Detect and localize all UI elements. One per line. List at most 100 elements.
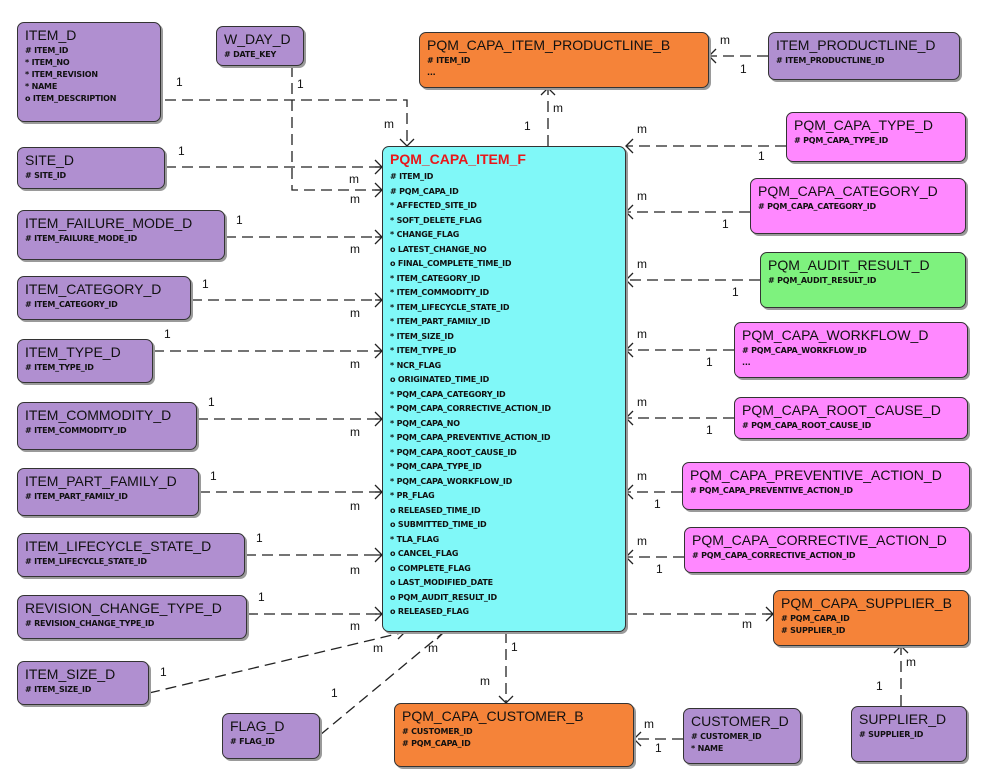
entity-pqm-capa-item-productline-b[interactable]: PQM_CAPA_ITEM_PRODUCTLINE_B# ITEM_ID... <box>419 32 709 88</box>
entity-pqm-capa-corrective-action-d[interactable]: PQM_CAPA_CORRECTIVE_ACTION_D # PQM_CAPA_C… <box>684 527 970 573</box>
attribute-list: # ITEM_PART_FAMILY_ID <box>25 491 191 503</box>
attribute-row: * NCR_FLAG <box>390 360 442 370</box>
entity-item-part-family-d[interactable]: ITEM_PART_FAMILY_D# ITEM_PART_FAMILY_ID <box>17 468 199 516</box>
crow-foot-marker <box>374 159 383 175</box>
attribute-row: * ITEM_SIZE_ID <box>390 331 454 341</box>
cardinality-one-label: 1 <box>331 686 338 700</box>
entity-pqm-capa-supplier-b[interactable]: PQM_CAPA_SUPPLIER_B # PQM_CAPA_ID# SUPPLI… <box>773 590 969 646</box>
cardinality-many-label: m <box>480 674 490 688</box>
entity-pqm-capa-type-d[interactable]: PQM_CAPA_TYPE_D # PQM_CAPA_TYPE_ID <box>786 112 966 162</box>
attribute-row: # PQM_CAPA_ROOT_CAUSE_ID <box>742 421 872 430</box>
attribute-row: * PQM_CAPA_PREVENTIVE_ACTION_ID <box>390 433 551 442</box>
attribute-row: * ITEM_COMMODITY_ID <box>390 288 489 297</box>
attribute-row: # SITE_ID <box>25 171 66 180</box>
cardinality-many-label: m <box>428 641 438 655</box>
attribute-list: # ITEM_LIFECYCLE_STATE_ID <box>25 556 237 568</box>
cardinality-one-label: 1 <box>876 679 883 693</box>
crow-foot-marker <box>374 182 383 198</box>
entity-pqm-capa-preventive-action-d[interactable]: PQM_CAPA_PREVENTIVE_ACTION_D# PQM_CAPA_P… <box>682 462 970 510</box>
crow-foot-marker <box>374 484 383 500</box>
cardinality-many-label: m <box>349 172 359 186</box>
crow-foot-marker <box>625 272 634 288</box>
attribute-list: # ITEM_TYPE_ID <box>25 362 145 374</box>
cardinality-one-label: 1 <box>732 285 739 299</box>
cardinality-one-label: 1 <box>297 77 304 91</box>
crow-foot-marker <box>374 292 383 308</box>
attribute-row: * PR_FLAG <box>390 491 435 500</box>
entity-item-category-d[interactable]: ITEM_CATEGORY_D# ITEM_CATEGORY_ID <box>17 276 191 320</box>
entity-pqm-audit-result-d[interactable]: PQM_AUDIT_RESULT_D # PQM_AUDIT_RESULT_ID <box>760 252 966 308</box>
cardinality-one-label: 1 <box>706 355 713 369</box>
attribute-list: # PQM_CAPA_ROOT_CAUSE_ID <box>742 420 960 432</box>
entity-title: ITEM_FAILURE_MODE_D <box>25 215 193 231</box>
entity-title: PQM_CAPA_TYPE_D <box>794 117 934 133</box>
attribute-row: # PQM_CAPA_WORKFLOW_ID <box>742 346 867 355</box>
crow-foot-marker <box>625 549 634 565</box>
attribute-row: # PQM_CAPA_PREVENTIVE_ACTION_ID <box>690 486 853 495</box>
attribute-list: # PQM_CAPA_CORRECTIVE_ACTION_ID <box>692 550 962 562</box>
crow-foot-marker <box>540 87 556 96</box>
attribute-list: # PQM_AUDIT_RESULT_ID <box>768 275 958 287</box>
entity-title: PQM_CAPA_CATEGORY_D <box>758 183 938 199</box>
entity-title: REVISION_CHANGE_TYPE_D <box>25 600 222 616</box>
attribute-row: # SUPPLIER_ID <box>859 730 924 739</box>
cardinality-one-label: 1 <box>210 469 217 483</box>
cardinality-many-label: m <box>350 192 360 206</box>
attribute-row: # PQM_CAPA_CATEGORY_ID <box>758 202 876 211</box>
entity-flag-d[interactable]: FLAG_D# FLAG_ID <box>222 713 320 759</box>
entity-title: ITEM_PRODUCTLINE_D <box>776 37 936 53</box>
crow-foot-marker <box>374 547 383 563</box>
entity-title: PQM_CAPA_ITEM_PRODUCTLINE_B <box>427 37 671 53</box>
entity-pqm-capa-workflow-d[interactable]: PQM_CAPA_WORKFLOW_D# PQM_CAPA_WORKFLOW_I… <box>734 322 968 378</box>
entity-item-lifecycle-state-d[interactable]: ITEM_LIFECYCLE_STATE_D# ITEM_LIFECYCLE_S… <box>17 533 245 577</box>
cardinality-many-label: m <box>637 122 647 136</box>
entity-title: PQM_CAPA_SUPPLIER_B <box>781 595 952 611</box>
entity-customer-d[interactable]: CUSTOMER_D # CUSTOMER_ID* NAME <box>683 708 801 764</box>
cardinality-many-label: m <box>637 395 647 409</box>
entity-item-d[interactable]: ITEM_D# ITEM_ID* ITEM_NO* ITEM_REVISION*… <box>17 22 161 122</box>
entity-item-size-d[interactable]: ITEM_SIZE_D# ITEM_SIZE_ID <box>17 661 149 705</box>
attribute-row: * ITEM_CATEGORY_ID <box>390 273 481 283</box>
entity-pqm-capa-category-d[interactable]: PQM_CAPA_CATEGORY_D # PQM_CAPA_CATEGORY_I… <box>750 178 966 234</box>
entity-item-type-d[interactable]: ITEM_TYPE_D # ITEM_TYPE_ID <box>17 339 153 383</box>
entity-revision-change-type-d[interactable]: REVISION_CHANGE_TYPE_D # REVISION_CHANGE_… <box>17 595 247 639</box>
attribute-row: # DATE_KEY <box>224 50 277 59</box>
entity-item-productline-d[interactable]: ITEM_PRODUCTLINE_D # ITEM_PRODUCTLINE_ID <box>768 32 960 80</box>
attribute-row: # ITEM_COMMODITY_ID <box>25 426 127 435</box>
cardinality-one-label: 1 <box>511 640 518 654</box>
entity-w-day-d[interactable]: W_DAY_D# DATE_KEY <box>216 26 304 66</box>
crow-foot-marker <box>633 731 642 747</box>
cardinality-one-label: 1 <box>740 62 747 76</box>
entity-item-commodity-d[interactable]: ITEM_COMMODITY_D# ITEM_COMMODITY_ID <box>17 402 197 450</box>
entity-item-failure-mode-d[interactable]: ITEM_FAILURE_MODE_D# ITEM_FAILURE_MODE_I… <box>17 210 225 260</box>
cardinality-one-label: 1 <box>656 562 663 576</box>
relationship-line <box>291 66 382 191</box>
cardinality-many-label: m <box>720 33 730 47</box>
entity-site-d[interactable]: SITE_D# SITE_ID <box>17 147 165 189</box>
relationship-line <box>319 631 445 736</box>
entity-pqm-capa-root-cause-d[interactable]: PQM_CAPA_ROOT_CAUSE_D# PQM_CAPA_ROOT_CAU… <box>734 397 968 439</box>
entity-title: CUSTOMER_D <box>691 713 789 729</box>
attribute-row: # SUPPLIER_ID <box>781 626 846 635</box>
entity-pqm-capa-customer-b[interactable]: PQM_CAPA_CUSTOMER_B# CUSTOMER_ID# PQM_CA… <box>394 703 634 767</box>
attribute-row: o RELEASED_TIME_ID <box>390 505 481 515</box>
attribute-list: # ITEM_SIZE_ID <box>25 684 141 696</box>
entity-title: PQM_CAPA_CORRECTIVE_ACTION_D <box>692 532 947 548</box>
attribute-list: # PQM_CAPA_TYPE_ID <box>794 135 958 147</box>
attribute-row: * AFFECTED_SITE_ID <box>390 201 477 210</box>
attribute-list: # ITEM_PRODUCTLINE_ID <box>776 55 952 67</box>
attribute-list: # CUSTOMER_ID* NAME <box>691 731 793 755</box>
attribute-row: o COMPLETE_FLAG <box>390 563 471 573</box>
entity-pqm-capa-item-f[interactable]: PQM_CAPA_ITEM_F# ITEM_ID# PQM_CAPA_ID* A… <box>382 146 626 632</box>
attribute-row: # CUSTOMER_ID <box>402 727 473 736</box>
cardinality-one-label: 1 <box>258 590 265 604</box>
attribute-list: # PQM_CAPA_ID# SUPPLIER_ID <box>781 613 961 637</box>
entity-title: ITEM_TYPE_D <box>25 344 121 360</box>
attribute-list: # PQM_CAPA_WORKFLOW_ID... <box>742 345 960 369</box>
entity-title: PQM_AUDIT_RESULT_D <box>768 257 930 273</box>
entity-supplier-d[interactable]: SUPPLIER_D# SUPPLIER_ID <box>851 706 967 762</box>
attribute-list: # REVISION_CHANGE_TYPE_ID <box>25 618 239 630</box>
crow-foot-marker <box>625 484 634 500</box>
